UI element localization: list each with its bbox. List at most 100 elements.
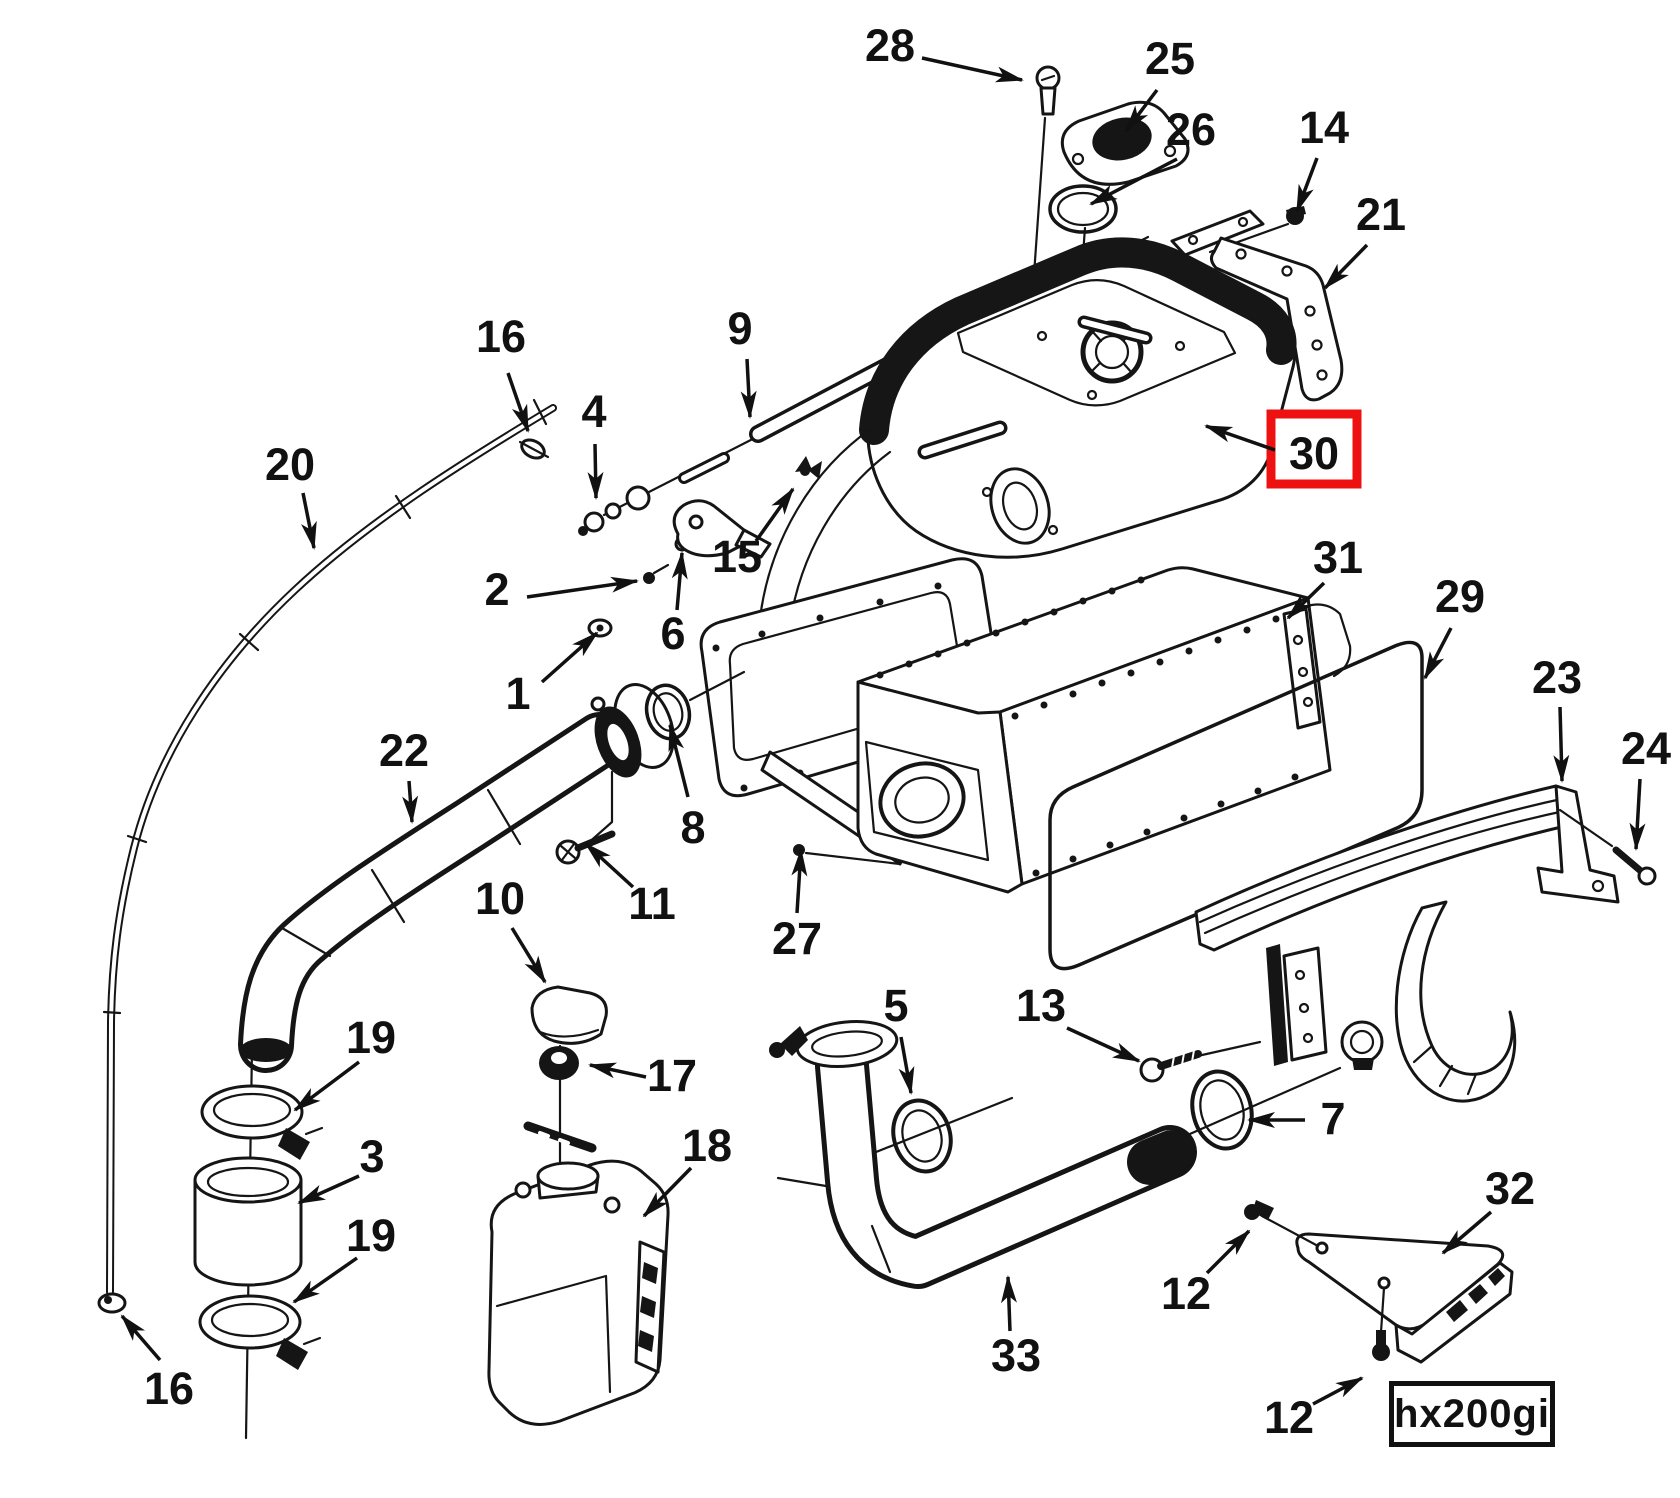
part-bolt-13 — [1139, 1040, 1262, 1083]
callout-arrow-23 — [1553, 706, 1570, 783]
callout-number-22: 22 — [379, 725, 429, 776]
callout-arrow-25 — [1124, 88, 1159, 133]
callout-17: 17 — [588, 1050, 697, 1101]
part-pipe-33 — [769, 1020, 1197, 1289]
callout-number-15: 15 — [712, 531, 762, 582]
callout-arrow-14 — [1295, 157, 1319, 213]
callout-arrow-11 — [584, 842, 635, 889]
callout-28: 28 — [865, 20, 1024, 83]
callout-18: 18 — [642, 1120, 732, 1218]
callout-32: 32 — [1441, 1163, 1535, 1255]
callout-11: 11 — [584, 842, 676, 929]
part-tank-30 — [859, 237, 1297, 559]
callout-number-1: 1 — [505, 668, 530, 719]
callout-23: 23 — [1532, 652, 1582, 783]
callout-19-lower: 19 — [292, 1210, 396, 1304]
callout-number-8: 8 — [680, 802, 705, 853]
callout-14: 14 — [1295, 102, 1349, 213]
part-elbow-duct — [1394, 900, 1517, 1103]
callout-number-12-lower: 12 — [1264, 1392, 1314, 1443]
part-hose-3 — [193, 1178, 303, 1287]
callout-number-32: 32 — [1485, 1163, 1535, 1214]
callout-33: 33 — [991, 1275, 1041, 1381]
callout-number-16-top: 16 — [476, 311, 526, 362]
callout-9: 9 — [727, 303, 757, 419]
callout-arrow-26 — [1089, 157, 1178, 206]
callout-5: 5 — [883, 980, 915, 1095]
callout-arrow-32 — [1441, 1210, 1493, 1255]
callout-arrow-12-upper — [1205, 1229, 1251, 1275]
part-gasket-29 — [1048, 640, 1424, 971]
part-oring-5 — [891, 1098, 953, 1174]
part-screw-small — [643, 563, 670, 584]
callout-number-26: 26 — [1166, 104, 1216, 155]
callout-arrow-2 — [526, 576, 639, 599]
callout-arrow-24 — [1629, 778, 1646, 851]
callout-12-upper: 12 — [1161, 1229, 1251, 1319]
callout-number-11: 11 — [628, 878, 676, 929]
part-bracket-32 — [1295, 1232, 1514, 1364]
callout-31: 31 — [1286, 532, 1363, 620]
callout-arrow-19-lower — [292, 1256, 359, 1304]
callout-number-30: 30 — [1289, 428, 1339, 479]
part-hose-22 — [238, 683, 675, 1073]
part-front-panel-23 — [1194, 784, 1620, 1066]
part-clamps-and-hose-3 — [193, 1046, 324, 1440]
part-cap-10 — [530, 985, 608, 1045]
part-expansion-tank-18 — [487, 1159, 670, 1426]
callout-arrow-20 — [301, 492, 317, 550]
callout-22: 22 — [379, 725, 429, 824]
callout-number-3: 3 — [359, 1131, 384, 1182]
callout-arrow-29 — [1423, 627, 1453, 680]
callout-arrow-18 — [642, 1166, 693, 1218]
callout-number-12-upper: 12 — [1161, 1268, 1211, 1319]
callout-number-19-upper: 19 — [346, 1012, 396, 1063]
callout-7: 7 — [1247, 1093, 1346, 1144]
part-gusset-bracket — [1536, 784, 1620, 904]
callout-13: 13 — [1016, 980, 1141, 1063]
callout-arrow-15 — [754, 487, 795, 543]
callout-number-5: 5 — [883, 980, 908, 1031]
model-label-box: hx200gi — [1389, 1381, 1555, 1447]
callout-arrow-27 — [791, 848, 808, 914]
callout-arrow-10 — [510, 927, 547, 984]
callout-number-17: 17 — [647, 1050, 697, 1101]
callout-number-2: 2 — [484, 564, 509, 615]
part-grommet-17 — [539, 1044, 579, 1170]
callout-25: 25 — [1124, 33, 1195, 133]
part-cotter-pin — [523, 1121, 597, 1153]
highlight-box — [1266, 409, 1362, 489]
callout-6: 6 — [660, 551, 688, 659]
part-bolt-28 — [1035, 65, 1061, 116]
part-screw-24 — [1558, 808, 1657, 886]
model-label: hx200gi — [1394, 1391, 1550, 1436]
callout-number-21: 21 — [1356, 189, 1406, 240]
callout-4: 4 — [581, 386, 607, 500]
callout-arrow-12-lower — [1312, 1376, 1364, 1406]
callout-arrow-17 — [588, 1062, 647, 1079]
callout-arrow-16-bottom — [120, 1314, 162, 1362]
callout-arrow-33 — [1000, 1275, 1017, 1332]
callout-2: 2 — [484, 564, 639, 615]
callout-number-10: 10 — [475, 873, 525, 924]
callout-number-33: 33 — [991, 1330, 1041, 1381]
callout-arrow-4 — [587, 443, 604, 500]
callout-arrow-6 — [671, 551, 688, 611]
callout-8: 8 — [668, 723, 706, 853]
callout-number-9: 9 — [727, 303, 752, 354]
callout-1: 1 — [505, 631, 599, 719]
callout-19-upper: 19 — [293, 1012, 396, 1112]
part-tube-clip-top — [518, 438, 550, 460]
callout-arrow-13 — [1066, 1026, 1141, 1063]
callout-number-14: 14 — [1299, 102, 1349, 153]
callout-30: 30 — [1204, 409, 1362, 489]
callout-number-25: 25 — [1145, 33, 1195, 84]
part-core-31 — [856, 566, 1332, 894]
part-oring-26 — [1048, 184, 1118, 234]
callout-number-27: 27 — [772, 913, 822, 964]
callout-15: 15 — [712, 487, 795, 582]
callout-number-4: 4 — [581, 386, 606, 437]
callout-number-6: 6 — [660, 608, 685, 659]
callout-16-bottom: 16 — [120, 1314, 194, 1414]
